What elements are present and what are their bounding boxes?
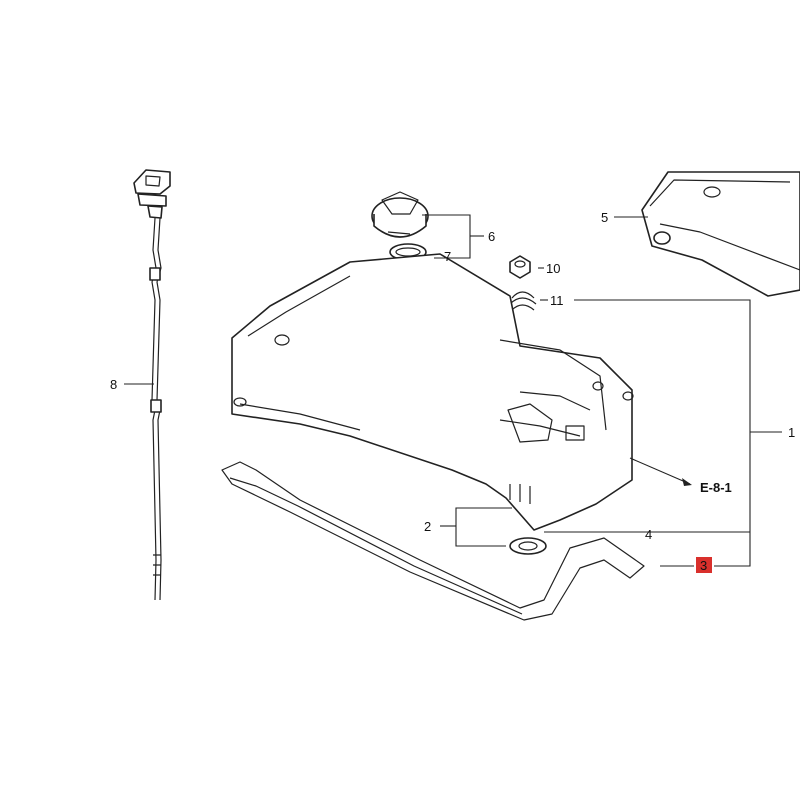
callout-5: 5 xyxy=(601,210,608,225)
oil-filler-cap-part[interactable] xyxy=(371,191,429,238)
callout-4: 4 xyxy=(645,527,652,542)
cylinder-head-cover-part[interactable] xyxy=(231,253,634,531)
section-reference[interactable]: E-8-1 xyxy=(700,480,732,495)
leader-lines xyxy=(124,214,782,567)
gasket-part[interactable] xyxy=(221,461,645,621)
callout-6: 6 xyxy=(488,229,495,244)
callout-8: 8 xyxy=(110,377,117,392)
callout-3: 3 xyxy=(700,558,707,573)
engine-cover-part[interactable] xyxy=(641,171,800,297)
callout-10: 10 xyxy=(546,261,560,276)
callout-11: 11 xyxy=(550,293,564,308)
callout-3-highlight xyxy=(696,557,712,573)
washer-part[interactable] xyxy=(509,291,537,311)
nut-part[interactable] xyxy=(509,255,531,279)
callout-1: 1 xyxy=(788,425,795,440)
seal-part[interactable] xyxy=(509,537,547,555)
dipstick-part[interactable] xyxy=(133,169,171,601)
callout-2: 2 xyxy=(424,519,431,534)
callout-7: 7 xyxy=(444,249,451,264)
